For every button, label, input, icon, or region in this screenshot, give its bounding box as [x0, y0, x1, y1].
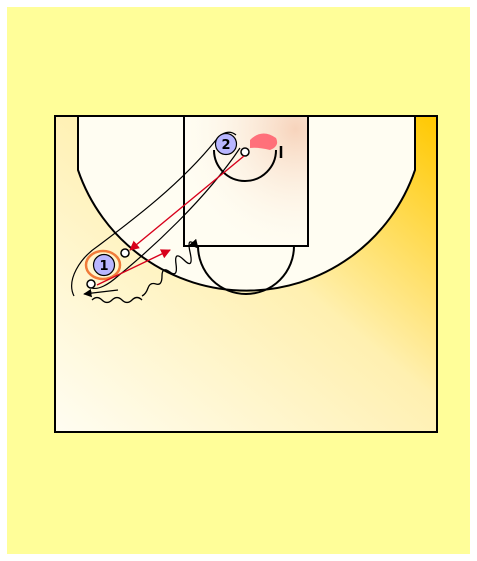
half-court-diagram: 1 2	[54, 115, 438, 433]
restricted-arc	[213, 149, 277, 182]
cut-return-path	[91, 147, 241, 290]
pass-arrow-icon	[96, 249, 171, 286]
position-marker	[86, 279, 96, 289]
cut-arrow-icon	[83, 288, 119, 298]
player-circle-icon	[92, 253, 116, 277]
diagram-frame: 1 2	[7, 7, 470, 554]
basket-rim	[240, 147, 250, 157]
court-boundary	[54, 115, 438, 433]
free-throw-circle	[197, 245, 295, 295]
position-marker	[120, 248, 130, 258]
player-circle-icon	[214, 132, 238, 156]
pass-arrow-icon	[129, 155, 245, 251]
screen-blob-icon	[250, 133, 278, 150]
dribble-squiggle-icon	[91, 296, 143, 304]
player-2-label: 2	[221, 138, 230, 153]
player1-highlight-ring	[84, 249, 122, 281]
player-1-label: 1	[99, 259, 108, 274]
player-2: 2	[214, 132, 238, 156]
player-1: 1	[92, 253, 116, 277]
dribble-squiggle-icon	[141, 238, 199, 297]
